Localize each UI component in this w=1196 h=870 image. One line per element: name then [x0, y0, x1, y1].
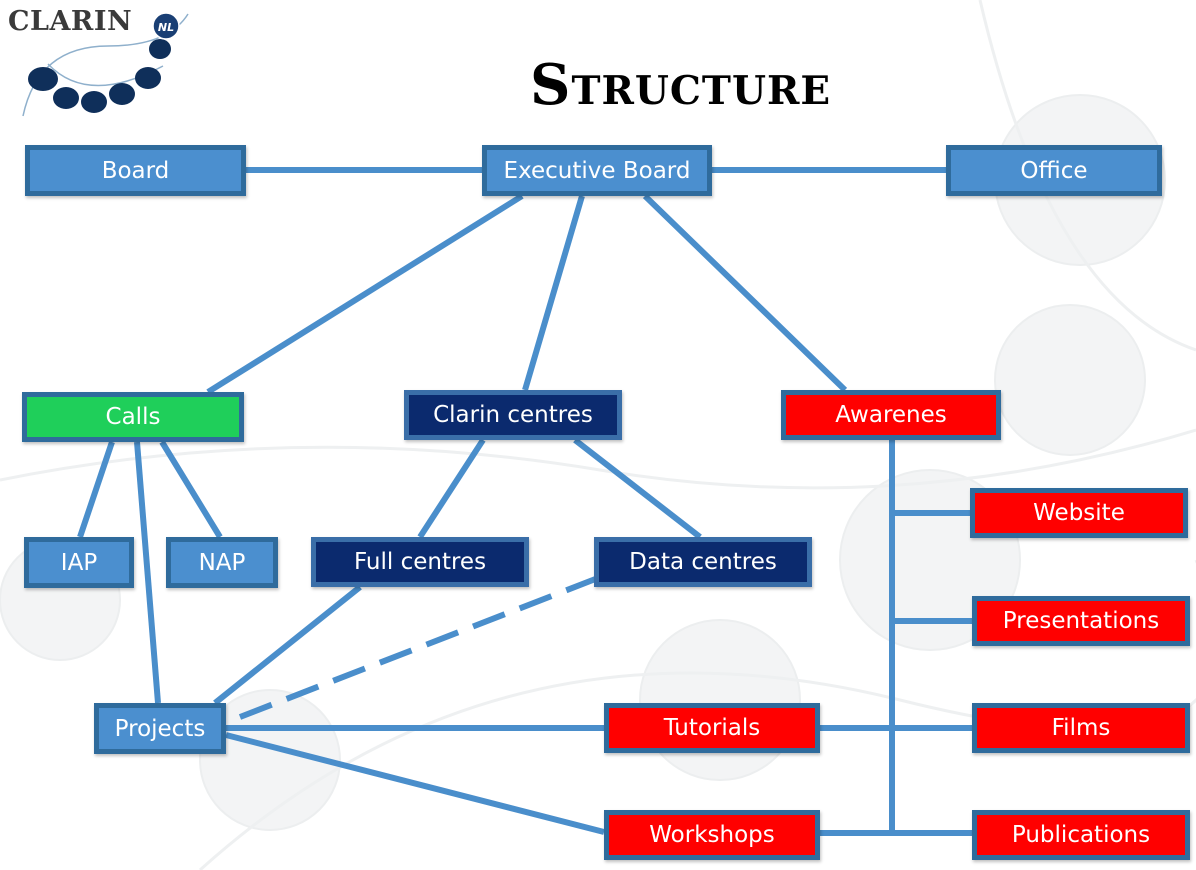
connector-full-projects	[213, 584, 362, 706]
node-executive-board: Executive Board	[482, 145, 712, 196]
connector-exec-calls	[206, 193, 524, 395]
node-presentations: Presentations	[972, 596, 1190, 646]
clarin-logo: CLARIN NL	[8, 6, 198, 122]
connector-calls-nap	[159, 440, 223, 539]
connector-calls-iap	[77, 441, 115, 538]
logo-badge-text: NL	[158, 21, 174, 34]
logo-beads-icon: NL	[22, 12, 189, 117]
node-workshops: Workshops	[604, 810, 820, 860]
node-publications: Publications	[972, 810, 1190, 860]
logo-text: CLARIN	[8, 6, 133, 37]
logo-badge	[152, 12, 180, 40]
node-awareness: Awarenes	[781, 390, 1001, 440]
connector-exec-awareness	[642, 193, 848, 393]
node-data-centres: Data centres	[594, 537, 812, 587]
node-films: Films	[972, 703, 1190, 753]
node-iap: IAP	[24, 537, 134, 588]
node-board: Board	[25, 145, 246, 196]
connector-projects-data-dashed	[238, 575, 600, 720]
node-website: Website	[970, 488, 1188, 538]
connector-projects-workshops	[225, 732, 605, 835]
node-nap: NAP	[166, 537, 278, 588]
page-title: Structure	[530, 52, 832, 118]
node-projects: Projects	[94, 703, 226, 754]
node-office: Office	[946, 145, 1162, 196]
connector-centres-full	[417, 438, 486, 539]
connector-centres-data	[573, 437, 702, 540]
connector-calls-projects	[134, 441, 161, 704]
connector-exec-centres	[522, 195, 585, 391]
node-tutorials: Tutorials	[604, 703, 820, 753]
node-full-centres: Full centres	[311, 537, 529, 587]
node-calls: Calls	[22, 392, 244, 442]
node-clarin-centres: Clarin centres	[404, 390, 622, 440]
